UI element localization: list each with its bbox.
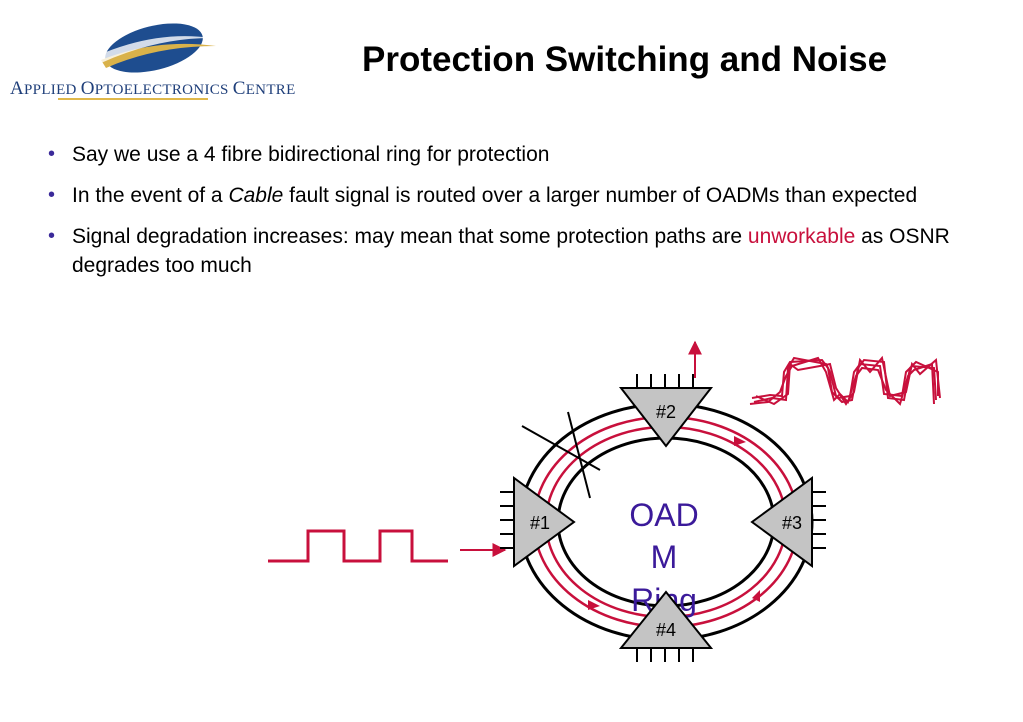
cable-cut-mark xyxy=(567,411,591,499)
oadm-node-2: #2 xyxy=(618,374,714,448)
logo-swoosh-icon xyxy=(96,23,216,73)
input-square-wave xyxy=(268,529,448,563)
ring-label-line2: M xyxy=(651,539,678,575)
cable-cut-mark xyxy=(521,425,601,471)
logo xyxy=(6,8,296,108)
bullet-item: In the event of a Cable fault signal is … xyxy=(48,181,988,210)
logo-underline xyxy=(58,98,208,100)
node-label: #4 xyxy=(656,620,676,640)
ring-direction-arrow xyxy=(588,600,600,610)
slide-title: Protection Switching and Noise xyxy=(362,40,888,79)
oadm-node-3: #3 xyxy=(750,476,826,568)
oadm-node-4: #4 xyxy=(618,590,714,662)
bullet-item: Signal degradation increases: may mean t… xyxy=(48,222,988,280)
bullet-item: Say we use a 4 fibre bidirectional ring … xyxy=(48,140,988,169)
node-label: #3 xyxy=(782,513,802,533)
logo-org-name: APPLIED OPTOELECTRONICS CENTRE xyxy=(10,78,296,99)
oadm-node-1: #1 xyxy=(500,476,576,568)
ring-direction-arrow xyxy=(734,436,746,446)
bullet-list: Say we use a 4 fibre bidirectional ring … xyxy=(48,140,988,292)
ring-label-line1: OAD xyxy=(629,497,698,533)
unworkable-highlight: unworkable xyxy=(747,225,856,248)
noisy-output-wave xyxy=(749,355,941,406)
node-label: #1 xyxy=(530,513,550,533)
node-label: #2 xyxy=(656,402,676,422)
ring-direction-arrow xyxy=(752,590,760,602)
